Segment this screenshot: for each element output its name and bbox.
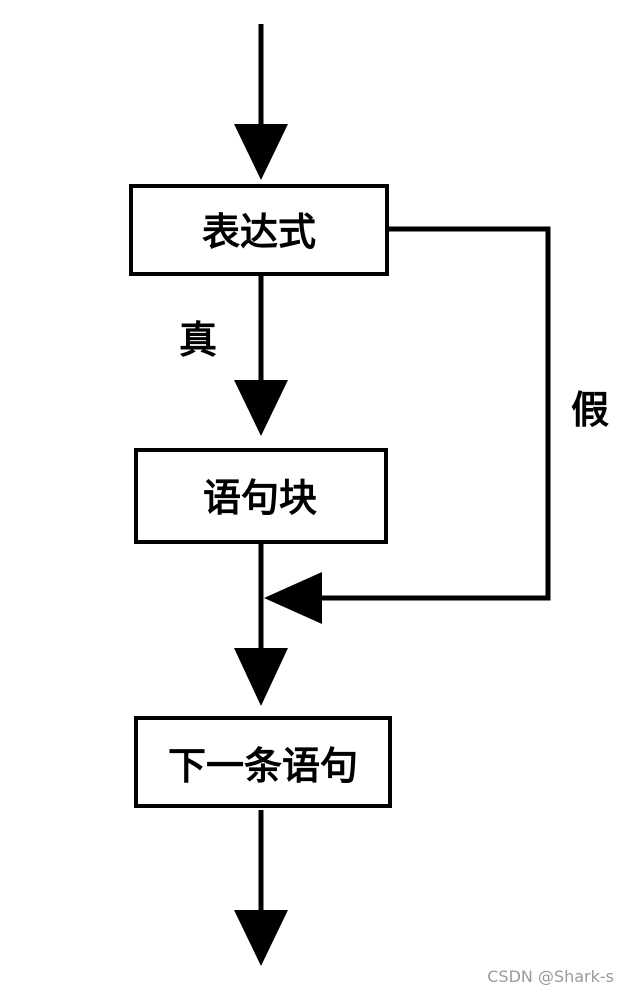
expression-label: 表达式 (202, 210, 316, 254)
next-statement-label: 下一条语句 (168, 744, 358, 788)
true-branch-arrowhead (234, 380, 288, 436)
watermark-text: CSDN @Shark-s (487, 967, 614, 986)
statement-block-box (134, 448, 388, 544)
false-branch-path (318, 226, 551, 601)
false-branch-arrowhead (264, 572, 322, 624)
false-label: 假 (571, 388, 609, 432)
exit-arrowhead (234, 910, 288, 966)
statement-block-label: 语句块 (203, 476, 317, 520)
expression-box (129, 184, 389, 276)
entry-arrowhead (234, 124, 288, 180)
next-statement-box (134, 716, 392, 808)
merge-arrowhead (234, 648, 288, 706)
true-label: 真 (179, 318, 217, 362)
